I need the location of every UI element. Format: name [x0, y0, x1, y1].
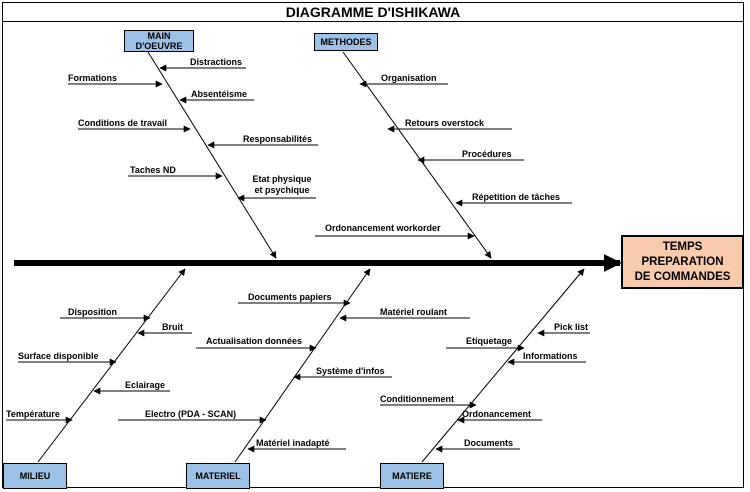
- cause-label: Electro (PDA - SCAN): [145, 409, 237, 419]
- cause-label: Retours overstock: [405, 118, 485, 128]
- category-label: METHODES: [320, 37, 372, 47]
- effect-box: TEMPS PREPARATION DE COMMANDES: [621, 235, 744, 289]
- category-label: MILIEU: [19, 471, 51, 481]
- cause-label: Conditionnement: [380, 394, 454, 404]
- category-milieu: MILIEU: [3, 463, 67, 489]
- cause-label: Taches ND: [130, 165, 176, 175]
- cause-label: Procédures: [462, 149, 512, 159]
- cause-label: Absentéisme: [191, 89, 248, 99]
- cause-label: Responsabilités: [243, 134, 313, 144]
- effect-line-1: TEMPS: [662, 241, 703, 253]
- effect-line-3: DE COMMANDES: [634, 271, 731, 283]
- cause-label: Système d'infos: [316, 366, 385, 376]
- cause-label: Température: [6, 409, 60, 419]
- cause-label: Répetition de tâches: [472, 192, 561, 202]
- category-methodes: METHODES: [314, 33, 378, 51]
- cause-label: Organisation: [381, 73, 437, 83]
- cause-label: Eclairage: [125, 380, 166, 390]
- cause-label: Matériel inadapté: [256, 438, 330, 448]
- bone-milieu: [37, 268, 186, 463]
- cause-label: Matériel roulant: [380, 307, 448, 317]
- category-label: MAIN D'OEUVRE: [135, 31, 183, 51]
- diagram-title: DIAGRAMME D'ISHIKAWA: [2, 2, 744, 22]
- cause-label: Surface disponible: [18, 351, 99, 361]
- cause-label: Actualisation données: [206, 336, 303, 346]
- bone-matiere: [421, 268, 585, 463]
- cause-label: Ordonancement workorder: [325, 223, 441, 233]
- cause-label: Documents: [464, 438, 514, 448]
- cause-label: Etiquetage: [466, 336, 513, 346]
- category-label: MATIERE: [392, 471, 432, 481]
- bone-methodes: [342, 51, 492, 259]
- bone-main-oeuvre: [147, 51, 277, 259]
- cause-label: Informations: [523, 351, 578, 361]
- cause-label: Conditions de travail: [78, 118, 168, 128]
- category-main-oeuvre: MAIN D'OEUVRE: [124, 30, 194, 52]
- cause-label: Bruit: [162, 322, 183, 332]
- category-matiere: MATIERE: [380, 463, 444, 489]
- cause-label: Disposition: [68, 307, 117, 317]
- cause-label: Etat physique et psychique: [252, 174, 312, 195]
- cause-label: Distractions: [190, 57, 243, 67]
- effect-line-2: PREPARATION: [641, 256, 724, 268]
- cause-label: Ordonancement: [462, 409, 532, 419]
- category-materiel: MATERIEL: [186, 463, 250, 489]
- cause-label: Formations: [68, 73, 118, 83]
- cause-label: Pick list: [554, 322, 589, 332]
- cause-label: Documents papiers: [248, 292, 332, 302]
- category-label: MATERIEL: [195, 471, 241, 481]
